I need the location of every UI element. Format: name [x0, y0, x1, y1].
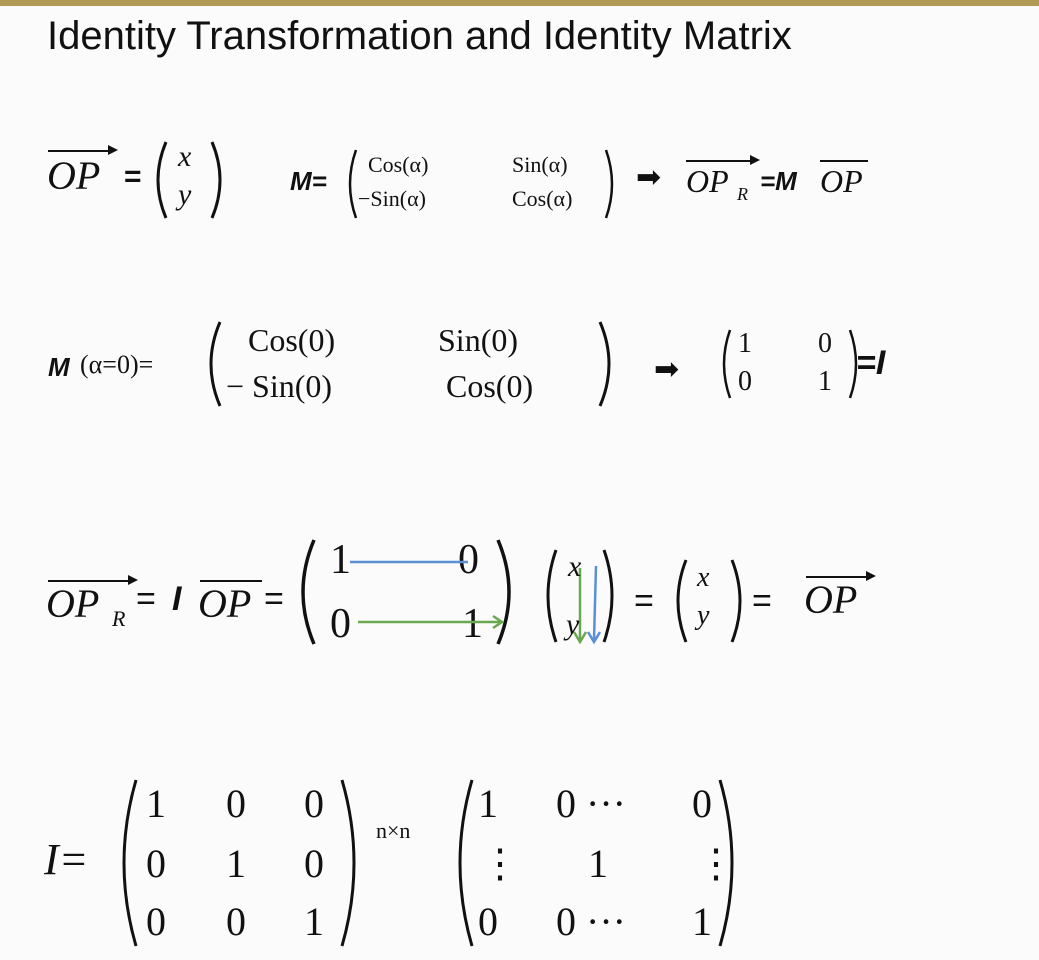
vector-arrowhead	[866, 571, 876, 581]
implies-arrow-icon: ➡	[654, 353, 680, 386]
m11-cell: Cos(0)	[248, 322, 336, 358]
m12-cell: Sin(0)	[438, 322, 518, 358]
vector-x: x	[568, 550, 582, 583]
opr-vector-label: OP	[46, 581, 100, 626]
alpha-zero-arg: (α=0)=	[80, 350, 154, 379]
equals-identity-label: =I	[856, 344, 886, 382]
title-accent-bar	[0, 0, 1039, 6]
m3-cell: 0	[226, 781, 246, 826]
vector-bar	[806, 576, 872, 578]
equals-sign: =	[124, 160, 142, 193]
rotation-matrix-parens	[348, 149, 614, 219]
i12-cell: 0	[458, 537, 479, 583]
i22-cell: 1	[818, 366, 832, 397]
identity-label: I	[172, 580, 182, 618]
i11-cell: 1	[738, 328, 752, 359]
mn-cell: 0	[692, 781, 712, 826]
column-guide-blue-head	[586, 631, 602, 645]
opr-subscript: R	[737, 184, 748, 204]
vector-arrowhead	[108, 145, 118, 155]
equals-sign: =	[136, 580, 156, 618]
m12-cell: Sin(α)	[512, 152, 568, 177]
row2-guide-arrowhead	[492, 614, 505, 630]
mn-cell: ⋮	[696, 841, 736, 886]
m-label: M	[48, 352, 70, 382]
vector-y: y	[178, 178, 192, 211]
m11-cell: Cos(α)	[368, 152, 429, 177]
i11-cell: 1	[330, 537, 351, 583]
m22-cell: Cos(α)	[512, 186, 573, 211]
i21-cell: 0	[738, 366, 752, 397]
column-vector-parens	[676, 559, 742, 643]
m3-cell: 0	[304, 781, 324, 826]
mn-cell: 1	[692, 899, 712, 944]
equals-sign: =	[634, 582, 654, 620]
op-vector-label: OP	[804, 577, 858, 622]
equals-sign: =	[752, 582, 772, 620]
column-guide-green-head	[572, 631, 588, 645]
vector-bar	[200, 580, 262, 582]
dimension-label: n×n	[376, 818, 411, 843]
mn-cell: 1	[588, 841, 608, 886]
vector-x: x	[178, 140, 192, 173]
m3-cell: 0	[146, 841, 166, 886]
vector-bar	[686, 160, 756, 162]
vector-arrowhead	[128, 575, 138, 585]
m3-cell: 1	[146, 781, 166, 826]
m22-cell: Cos(0)	[446, 368, 534, 404]
identity-3x3-parens	[122, 779, 356, 947]
column-vector-parens	[546, 549, 614, 643]
vector-y: y	[566, 608, 580, 641]
slide-title: Identity Transformation and Identity Mat…	[47, 14, 792, 58]
mn-cell: 0	[478, 899, 498, 944]
m3-cell: 1	[226, 841, 246, 886]
i22-cell: 1	[462, 601, 483, 647]
opr-vector-label: OP	[686, 163, 729, 199]
equals-m-label: =M	[760, 166, 797, 196]
opr-subscript: R	[112, 606, 126, 631]
m-label: M=	[290, 166, 327, 196]
matrix-parens	[209, 321, 611, 407]
m3-cell: 0	[146, 899, 166, 944]
mn-cell: ⋮	[480, 841, 520, 886]
column-vector-parens	[156, 141, 222, 219]
implies-arrow-icon: ➡	[636, 161, 662, 194]
equals-sign: =	[264, 580, 284, 618]
identity-nxn-parens	[458, 779, 734, 947]
m21-cell: −Sin(α)	[358, 186, 426, 211]
op-vector-label: OP	[198, 581, 252, 626]
identity-2x2-parens	[722, 329, 858, 399]
i12-cell: 0	[818, 328, 832, 359]
op-vector-label: OP	[47, 153, 101, 198]
mn-cell: 0 ···	[556, 781, 626, 826]
i21-cell: 0	[330, 601, 351, 647]
m3-cell: 0	[304, 841, 324, 886]
op-vector-label: OP	[820, 163, 863, 199]
identity-matrix-parens	[301, 539, 511, 645]
m21-cell: − Sin(0)	[226, 368, 333, 404]
result-x: x	[697, 562, 710, 593]
vector-arrowhead	[750, 155, 760, 165]
m3-cell: 1	[304, 899, 324, 944]
mn-cell: 0 ···	[556, 899, 626, 944]
result-y: y	[697, 600, 710, 631]
m3-cell: 0	[226, 899, 246, 944]
identity-label: I=	[44, 835, 89, 884]
column-guide-blue	[592, 565, 598, 641]
vector-bar	[48, 150, 114, 152]
vector-bar	[820, 160, 868, 162]
mn-cell: 1	[478, 781, 498, 826]
vector-bar	[48, 580, 134, 582]
